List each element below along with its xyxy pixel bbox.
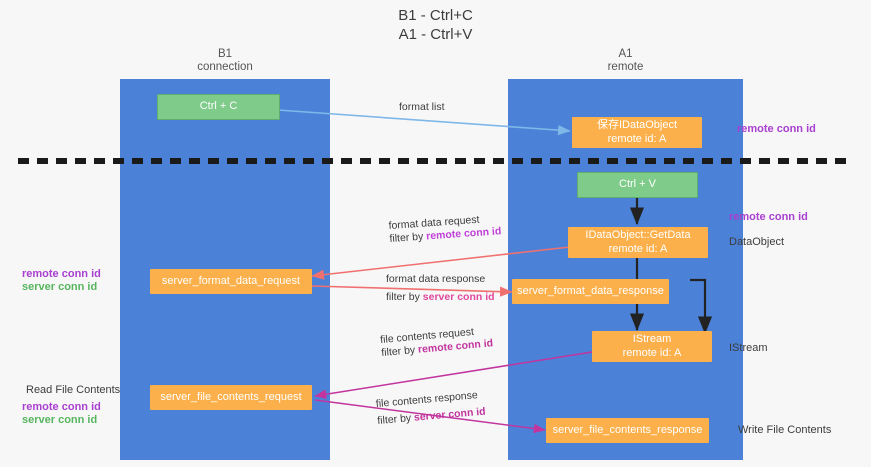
page-title: B1 - Ctrl+C A1 - Ctrl+V [0, 6, 871, 44]
annotation-left-remote-conn-id-2: remote conn id [22, 401, 101, 413]
annotation-remote-conn-id-mid: remote conn id [729, 211, 808, 223]
node-ctrl-v[interactable]: Ctrl + V [577, 172, 698, 198]
node-server-format-data-request[interactable]: server_format_data_request [150, 269, 312, 294]
filter-key-server-conn-id-1: server conn id [422, 291, 495, 303]
node-idataobject-getdata-title: IDataObject::GetData [585, 229, 691, 241]
node-idataobject-getdata[interactable]: IDataObject::GetData remote id: A [568, 227, 708, 258]
node-save-idataobject-subtitle: remote id: A [607, 132, 667, 145]
column-header-a1-role: remote [607, 61, 644, 73]
page-title-line1: B1 - Ctrl+C [398, 7, 473, 24]
annotation-dataobject: DataObject [729, 236, 785, 248]
edge-label-format-data-response-filter: filter by server conn id [386, 291, 495, 304]
filter-prefix-4: filter by [376, 411, 415, 428]
node-server-format-data-response[interactable]: server_format_data_response [512, 279, 669, 304]
edge-label-format-data-response: format data response filter by server co… [386, 273, 495, 304]
node-istream[interactable]: IStream remote id: A [592, 331, 712, 362]
column-header-a1-name: A1 [618, 48, 633, 60]
filter-prefix-2: filter by [386, 291, 423, 303]
column-header-b1-role: connection [197, 61, 253, 73]
annotation-read-file-contents: Read File Contents [26, 384, 121, 396]
node-server-file-contents-response[interactable]: server_file_contents_response [546, 418, 709, 443]
annotation-left-remote-conn-id: remote conn id [22, 268, 101, 280]
annotation-left-server-conn-id-2: server conn id [22, 414, 98, 426]
node-save-idataobject[interactable]: 保存IDataObject remote id: A [572, 117, 702, 148]
node-server-file-contents-request[interactable]: server_file_contents_request [150, 385, 312, 410]
node-idataobject-getdata-subtitle: remote id: A [608, 242, 668, 255]
filter-key-server-conn-id-2: server conn id [413, 405, 487, 424]
edge-label-format-data-request: format data request filter by remote con… [388, 212, 502, 246]
column-header-a1: A1 remote [508, 48, 743, 74]
column-header-b1-name: B1 [217, 48, 233, 60]
node-ctrl-v-label: Ctrl + V [619, 178, 656, 191]
annotation-left-server-conn-id: server conn id [22, 281, 98, 293]
edge-label-format-data-response-main: format data response [386, 273, 486, 285]
annotation-istream: IStream [729, 342, 768, 354]
node-server-format-data-request-label: server_format_data_request [161, 274, 301, 287]
node-istream-title: IStream [632, 333, 672, 345]
node-istream-subtitle: remote id: A [622, 346, 682, 359]
node-server-file-contents-response-label: server_file_contents_response [552, 423, 703, 436]
node-server-format-data-response-label: server_format_data_response [517, 284, 664, 297]
annotation-remote-conn-id-top: remote conn id [737, 123, 816, 135]
edge-label-file-contents-response: file contents response filter by server … [375, 389, 486, 428]
node-ctrl-c[interactable]: Ctrl + C [157, 94, 280, 120]
node-ctrl-c-label: Ctrl + C [199, 100, 238, 113]
node-server-file-contents-request-label: server_file_contents_request [160, 390, 302, 403]
column-header-b1: B1 connection [120, 48, 330, 74]
edge-label-file-contents-request: file contents request filter by remote c… [380, 324, 494, 360]
filter-prefix-3: filter by [380, 343, 419, 360]
page-title-line2: A1 - Ctrl+V [398, 26, 473, 43]
edge-label-format-list: format list [399, 101, 445, 113]
annotation-write-file-contents: Write File Contents [738, 424, 832, 436]
node-save-idataobject-title: 保存IDataObject [596, 119, 678, 131]
filter-prefix-1: filter by [389, 230, 427, 246]
